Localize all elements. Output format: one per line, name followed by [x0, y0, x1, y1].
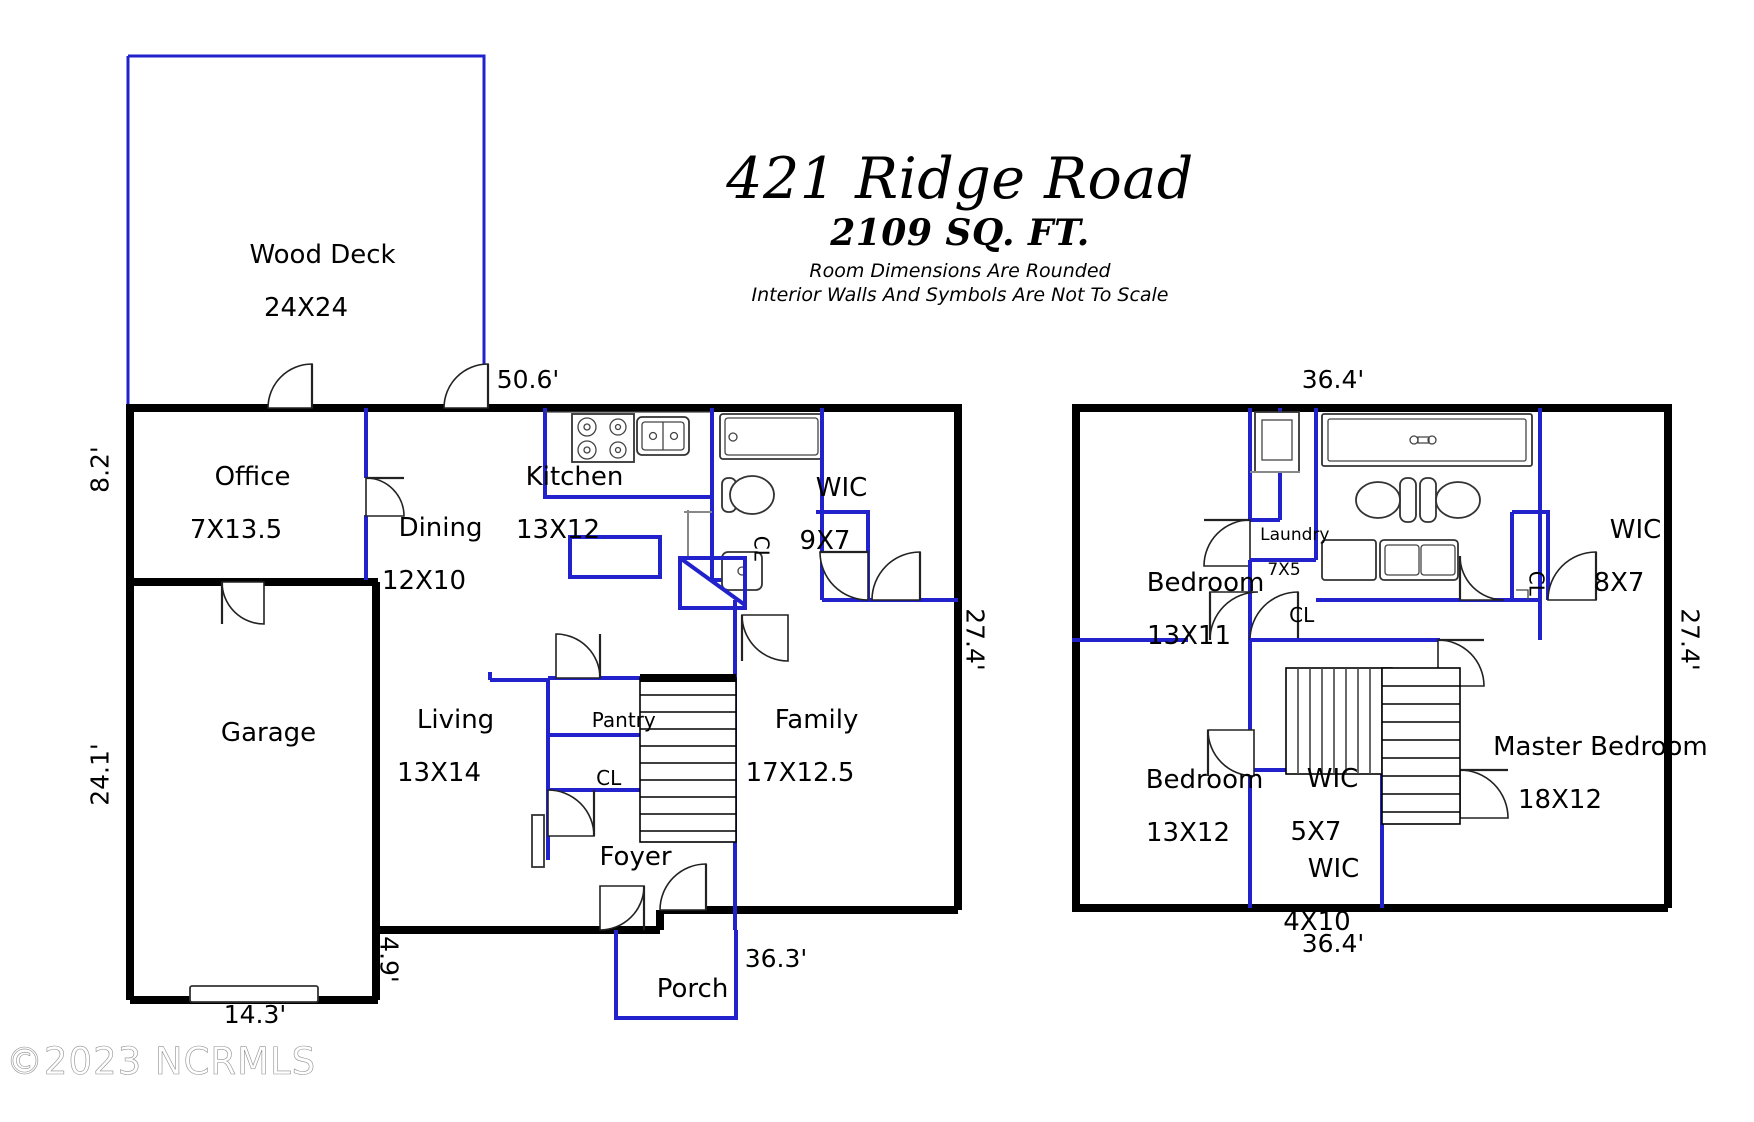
room-name: WIC — [815, 472, 868, 503]
room-name: Foyer — [599, 841, 672, 872]
room-name: Bedroom — [1145, 764, 1264, 795]
room-name: Office — [214, 461, 291, 492]
square-footage: 2109 SQ. FT. — [830, 211, 1090, 254]
room-name: CL — [1524, 570, 1549, 596]
room-name: Kitchen — [525, 461, 624, 492]
room-label-wic-9x7: WIC 9X7 — [760, 448, 890, 607]
room-dimension: 13X12 — [1146, 817, 1230, 848]
room-name: WIC — [1609, 514, 1662, 545]
room-dimension: 24X24 — [264, 292, 348, 323]
room-name: Garage — [220, 717, 317, 748]
dimension-bottom-main: 36.3' — [744, 944, 808, 973]
dimension-right-second-floor: 27.4' — [1675, 608, 1705, 671]
title-block: 421 Ridge Road 2109 SQ. FT. Room Dimensi… — [660, 146, 1260, 307]
note-rounded: Room Dimensions Are Rounded — [809, 259, 1111, 282]
room-dimension: 7X13.5 — [189, 514, 283, 545]
dimension-bottom-second-floor: 36.4' — [1301, 929, 1365, 958]
room-label-wic-8x7: WIC 8X7 — [1549, 490, 1689, 649]
room-label-wood-deck: Wood Deck 24X24 — [206, 215, 406, 374]
second-floor-stairs — [1285, 667, 1461, 825]
room-label-cl-second-left: CL — [1254, 585, 1324, 646]
dimension-bottom-garage: 14.3' — [223, 1000, 287, 1029]
page-title: 421 Ridge Road — [726, 146, 1194, 212]
kitchen-island — [568, 535, 662, 579]
room-label-wic-4x10: WIC 4X10 — [1250, 829, 1384, 988]
office-garage-door — [220, 581, 265, 625]
bath-door — [740, 614, 789, 662]
room-name: Living — [416, 704, 495, 735]
dimension-right-first-floor: 27.4' — [960, 608, 990, 671]
room-name: CL — [749, 535, 774, 561]
room-name: Dining — [398, 512, 483, 543]
room-label-bedroom-13x12: Bedroom 13X12 — [1088, 740, 1288, 899]
room-label-family: Family 17X12.5 — [700, 680, 900, 839]
wood-deck-outline — [126, 54, 486, 407]
dimension-top-first-floor: 50.6' — [496, 365, 560, 394]
room-dimension: 17X12.5 — [745, 757, 855, 788]
room-dimension: 7X5 — [1267, 559, 1301, 580]
second-floor-wic-right — [1458, 510, 1598, 640]
garage-door — [189, 985, 319, 1003]
room-dimension: 5X7 — [1290, 816, 1342, 847]
room-label-dining: Dining 12X10 — [324, 488, 524, 647]
first-floor-core-walls — [490, 600, 737, 930]
kitchen-counter — [543, 408, 712, 499]
room-label-cl-first-floor: CL — [730, 491, 791, 581]
office-dining-wall — [364, 408, 405, 580]
first-floor-wic-walls — [816, 408, 958, 602]
first-floor-stairs — [639, 674, 737, 843]
room-label-living: Living 13X14 — [344, 680, 534, 839]
room-dimension: 18X12 — [1518, 784, 1602, 815]
room-dimension: 13X14 — [397, 757, 481, 788]
kitchen-sink-icon — [636, 416, 690, 456]
room-name: Pantry — [591, 708, 656, 733]
room-name: Wood Deck — [249, 239, 396, 270]
room-name: CL — [596, 766, 622, 791]
copyright-watermark: ©2023 NCRMLS — [6, 1040, 317, 1084]
room-label-laundry: Laundry 7X5 — [1224, 510, 1344, 614]
dimension-left-lower: 24.1' — [85, 743, 115, 806]
room-label-pantry: Pantry — [551, 690, 671, 751]
room-label-porch: Porch — [611, 949, 741, 1029]
room-label-bedroom-13x11: Bedroom 13X11 — [1089, 543, 1289, 702]
room-dimension: 4X10 — [1283, 906, 1351, 937]
deck-door-right — [443, 363, 490, 409]
room-dimension: 13X11 — [1147, 620, 1231, 651]
room-label-office: Office 7X13.5 — [136, 437, 336, 596]
room-label-wic-5x7: WIC 5X7 — [1249, 739, 1383, 898]
first-floor-vanity — [678, 510, 747, 610]
room-dimension: 9X7 — [799, 525, 851, 556]
room-name: Family — [774, 704, 859, 735]
room-name: Laundry — [1260, 525, 1330, 546]
note-not-to-scale: Interior Walls And Symbols Are Not To Sc… — [751, 283, 1169, 306]
room-label-cl-second-right: CL — [1505, 531, 1566, 611]
cooktop-icon — [571, 413, 635, 463]
room-name: WIC — [1306, 763, 1359, 794]
room-label-garage: Garage — [152, 693, 352, 773]
second-floor-hall-bath — [1314, 408, 1542, 602]
foyer-and-porch — [599, 863, 738, 1020]
dimension-bottom-inset: 4.9' — [374, 936, 404, 983]
room-label-master-bedroom: Master Bedroom 18X12 — [1460, 707, 1708, 866]
room-dimension: 8X7 — [1593, 567, 1645, 598]
room-label-kitchen: Kitchen 13X12 — [463, 437, 653, 596]
room-name: WIC — [1307, 853, 1360, 884]
deck-door-left — [267, 363, 314, 409]
room-dimension: 12X10 — [382, 565, 466, 596]
room-label-cl-pantry: CL — [551, 748, 641, 809]
room-name: Porch — [656, 973, 729, 1004]
room-label-foyer: Foyer — [544, 817, 694, 897]
room-name: Master Bedroom — [1493, 731, 1708, 762]
dimension-top-second-floor: 36.4' — [1301, 365, 1365, 394]
dimension-left-upper: 8.2' — [85, 446, 115, 493]
room-name: CL — [1289, 603, 1315, 628]
room-dimension: 13X12 — [516, 514, 600, 545]
room-name: Bedroom — [1146, 567, 1265, 598]
second-floor-exterior-walls — [1072, 404, 1672, 912]
